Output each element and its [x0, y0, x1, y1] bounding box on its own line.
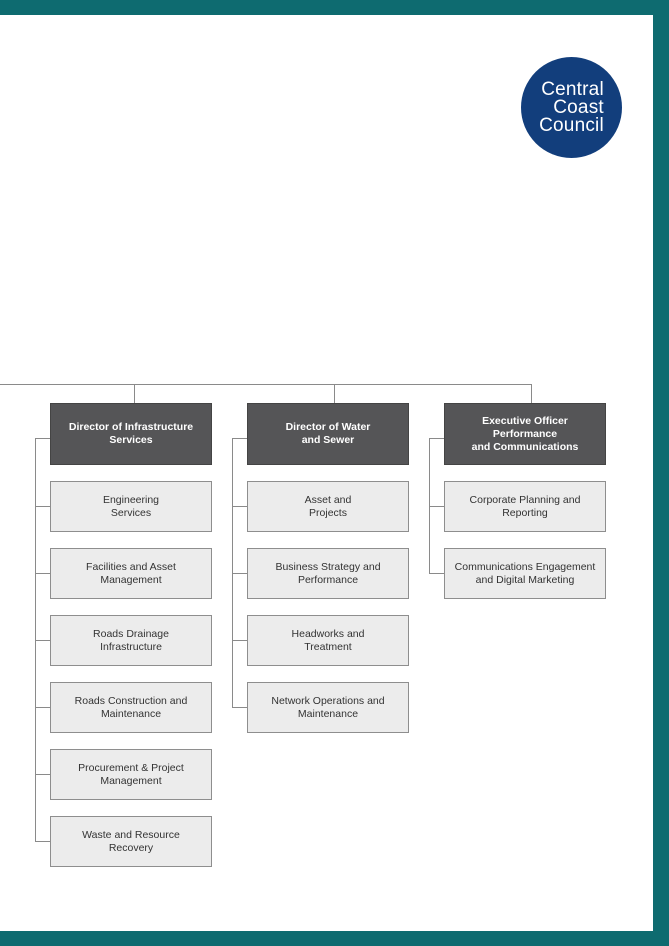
unit-label: Facilities and Asset Management: [86, 560, 176, 586]
col1-spine: [35, 438, 36, 841]
unit-box: Procurement & Project Management: [50, 749, 212, 800]
col1-link-5: [35, 774, 50, 775]
director-water-sewer: Director of Water and Sewer: [247, 403, 409, 465]
col3-director-link: [429, 438, 444, 439]
drop-connector-1: [134, 384, 135, 403]
unit-label: Communications Engagement and Digital Ma…: [454, 560, 596, 586]
unit-label: Waste and Resource Recovery: [82, 828, 180, 854]
drop-connector-3: [531, 384, 532, 403]
unit-label: Engineering Services: [102, 493, 160, 519]
unit-box: Headworks and Treatment: [247, 615, 409, 666]
unit-box: Engineering Services: [50, 481, 212, 532]
col1-link-3: [35, 640, 50, 641]
frame-bottom-bar: [0, 931, 669, 946]
col3-spine: [429, 438, 430, 573]
logo-text: Central Coast Council: [539, 78, 604, 136]
unit-label: Roads Drainage Infrastructure: [93, 627, 169, 653]
unit-box: Corporate Planning and Reporting: [444, 481, 606, 532]
col2-link-1: [232, 506, 247, 507]
col1-link-1: [35, 506, 50, 507]
frame-top-bar: [0, 0, 669, 15]
unit-label: Asset and Projects: [304, 493, 352, 519]
col2-spine: [232, 438, 233, 707]
unit-label: Network Operations and Maintenance: [271, 694, 385, 720]
unit-box: Waste and Resource Recovery: [50, 816, 212, 867]
unit-box: Asset and Projects: [247, 481, 409, 532]
frame-right-bar: [653, 0, 669, 946]
col2-link-4: [232, 707, 247, 708]
director-infrastructure: Director of Infrastructure Services: [50, 403, 212, 465]
unit-box: Network Operations and Maintenance: [247, 682, 409, 733]
unit-box: Business Strategy and Performance: [247, 548, 409, 599]
col1-director-link: [35, 438, 50, 439]
col3-link-2: [429, 573, 444, 574]
col3-link-1: [429, 506, 444, 507]
unit-box: Facilities and Asset Management: [50, 548, 212, 599]
drop-connector-2: [334, 384, 335, 403]
unit-label: Corporate Planning and Reporting: [469, 493, 581, 519]
executive-officer-performance: Executive Officer Performance and Commun…: [444, 403, 606, 465]
col1-link-2: [35, 573, 50, 574]
logo-line-2: Coast: [553, 96, 604, 118]
unit-label: Business Strategy and Performance: [275, 560, 381, 586]
unit-label: Headworks and Treatment: [291, 627, 365, 653]
top-connector: [0, 384, 532, 385]
logo-line-1: Central: [541, 78, 604, 100]
col1-link-4: [35, 707, 50, 708]
unit-box: Roads Construction and Maintenance: [50, 682, 212, 733]
executive-officer-label: Executive Officer Performance and Commun…: [471, 414, 579, 453]
unit-label: Procurement & Project Management: [78, 761, 184, 787]
director-infrastructure-label: Director of Infrastructure Services: [68, 421, 194, 446]
col2-director-link: [232, 438, 247, 439]
unit-box: Roads Drainage Infrastructure: [50, 615, 212, 666]
col2-link-3: [232, 640, 247, 641]
col1-link-6: [35, 841, 50, 842]
col2-link-2: [232, 573, 247, 574]
director-water-sewer-label: Director of Water and Sewer: [285, 421, 371, 446]
council-logo: Central Coast Council: [521, 57, 622, 158]
unit-label: Roads Construction and Maintenance: [74, 694, 188, 720]
logo-line-3: Council: [539, 114, 604, 136]
unit-box: Communications Engagement and Digital Ma…: [444, 548, 606, 599]
